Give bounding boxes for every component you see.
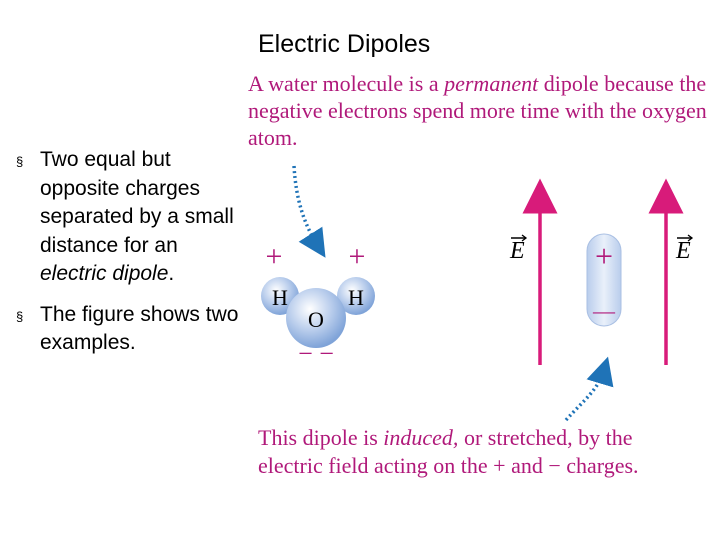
- induced-dipole: [586, 233, 622, 327]
- field-label-left: E: [509, 238, 525, 264]
- field-label-right: E: [675, 238, 691, 264]
- water-molecule: H H O + + − −: [261, 240, 375, 368]
- dipole-minus-charge: —: [592, 298, 616, 323]
- field-vector-tip-right: [687, 234, 694, 242]
- oxygen-atom: [286, 288, 346, 348]
- top-caption-text-end: dipole because the negative electrons sp…: [248, 71, 707, 150]
- bullet-emphasis: electric dipole: [40, 262, 169, 285]
- bullet-marker: §: [16, 154, 24, 169]
- hydrogen-label-left: H: [272, 285, 288, 310]
- dipole-plus-charge: +: [595, 238, 613, 274]
- bottom-caption-emphasis: induced,: [383, 425, 459, 450]
- oxygen-label: O: [308, 307, 324, 332]
- bullet-text-end: .: [168, 262, 175, 285]
- slide-title: Electric Dipoles: [258, 30, 431, 58]
- bottom-caption: This dipole is induced, or stretched, by…: [258, 424, 698, 480]
- bullet-marker: §: [16, 308, 24, 324]
- minus-charge: − −: [298, 339, 334, 368]
- top-caption: A water molecule is a permanent dipole b…: [248, 70, 708, 151]
- bullet-text: The figure shows two examples.: [40, 302, 239, 355]
- plus-charge-right: +: [349, 240, 366, 273]
- pointer-arrow-bottom: [564, 356, 614, 422]
- bottom-caption-text-end: or stretched, by the electric field acti…: [258, 425, 639, 478]
- bullet-item-1: § Two equal but opposite charges separat…: [14, 146, 250, 289]
- bullet-item-2: § The figure shows two examples.: [14, 301, 250, 358]
- pointer-arrow-top: [292, 165, 326, 258]
- plus-charge-left: +: [266, 240, 283, 273]
- hydrogen-atom-right: [337, 277, 375, 315]
- top-caption-text: A water molecule is a: [248, 71, 445, 96]
- bottom-caption-text: This dipole is: [258, 425, 384, 450]
- field-vector-tip-left: [521, 234, 528, 242]
- top-caption-emphasis: permanent: [444, 71, 539, 96]
- bullet-text: Two equal but opposite charges separated…: [40, 148, 234, 257]
- hydrogen-label-right: H: [348, 285, 364, 310]
- bullet-list: § Two equal but opposite charges separat…: [14, 146, 250, 370]
